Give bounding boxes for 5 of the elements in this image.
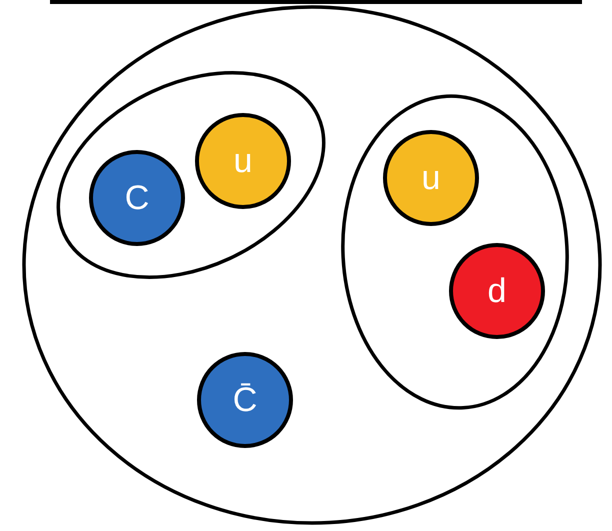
quark-circle: u <box>195 113 291 209</box>
quark-circle: C̄ <box>197 352 293 448</box>
quark-circle: C <box>89 150 185 246</box>
quark-circle: u <box>383 130 479 226</box>
quark-circle: d <box>449 243 545 339</box>
